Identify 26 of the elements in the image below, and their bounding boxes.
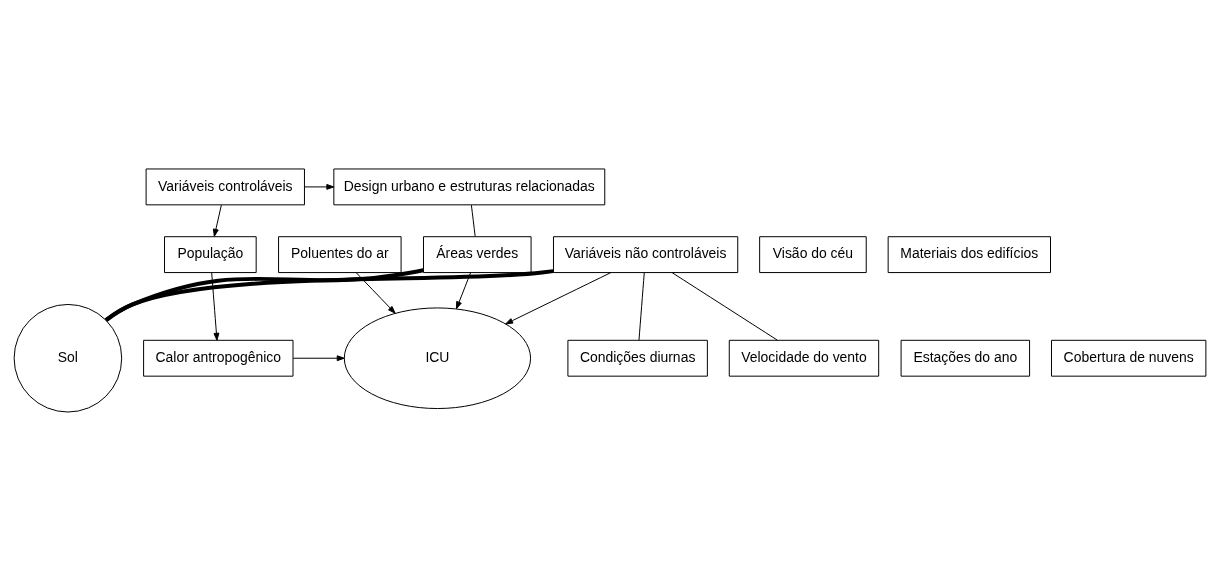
connector [470,204,476,237]
node-box: Visão do céu [759,235,867,273]
arrow [505,271,612,324]
node-box: Estações do ano [900,339,1031,377]
arrow [455,271,471,309]
node-box: Cobertura de nuvens [1051,339,1207,377]
connector [105,267,424,322]
connector [104,268,554,322]
node-box: Velocidade do vento [728,339,880,377]
node-circle: Sol [13,303,123,412]
node-box: Variáveis controláveis [145,168,305,205]
connector [638,271,645,341]
node-box: Áreas verdes [423,235,532,273]
arrow [304,183,335,190]
node-box: População [164,235,257,273]
node-box: Variáveis não controláveis [553,235,739,273]
node-box: Design urbano e estruturas relacionadas [333,168,606,205]
node-box: Calor antropogênico [143,339,294,377]
arrow [212,204,222,237]
connector [671,271,778,341]
arrow [211,271,220,341]
node-box: Condições diurnas [567,339,708,377]
node-box: Materiais dos edifícios [887,235,1051,273]
arrow [292,354,345,361]
arrow [355,271,396,314]
node-box: Poluentes do ar [278,235,402,273]
